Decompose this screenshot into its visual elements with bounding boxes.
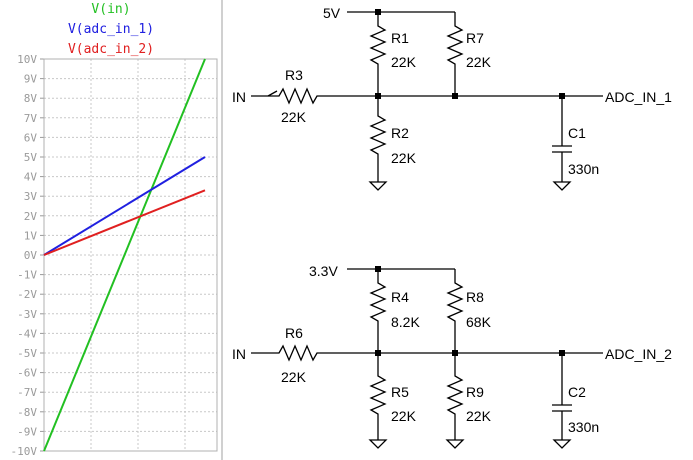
c2-value: 330n [568, 419, 599, 435]
y-tick-label: -1V [17, 269, 37, 282]
resistor-r4 [369, 269, 387, 353]
y-tick-label: -9V [17, 425, 37, 438]
y-tick-label: -2V [17, 288, 37, 301]
capacitor-c2 [552, 353, 572, 440]
r4-ref: R4 [391, 289, 409, 305]
y-tick-label: 8V [24, 92, 38, 105]
r9-ref: R9 [466, 384, 484, 400]
plot-area: 10V 9V 8V 7V 6V 5V 4V 3V 2V 1V 0V -1V -2V -3V -4V -5V -6… [11, 53, 218, 458]
resistor-r6 [251, 344, 378, 362]
y-tick-label: 1V [24, 229, 38, 242]
ground-icon [552, 181, 572, 191]
r7-value: 22K [466, 54, 492, 70]
supply-5v-label: 5V [323, 5, 341, 21]
y-tick-label: -4V [17, 327, 37, 340]
series-line-2 [43, 189, 206, 256]
series-line-1 [43, 156, 206, 256]
legend-v-adc-in-2: V(adc_in_2) [67, 42, 155, 57]
r7-ref: R7 [466, 30, 484, 46]
r6-value: 22K [281, 369, 307, 385]
y-tick-label: -6V [17, 367, 37, 380]
y-tick-label: 6V [24, 131, 38, 144]
resistor-r1 [369, 12, 387, 96]
schematic-canvas[interactable]: 5V R1 22K R7 22K IN R3 22K ADC_IN_1 R2 2… [223, 0, 693, 460]
r4-value: 8.2K [391, 314, 420, 330]
output-label-2: ADC_IN_2 [605, 346, 672, 362]
capacitor-c1 [552, 96, 572, 182]
c2-ref: C2 [568, 384, 586, 400]
y-tick-label: 4V [24, 171, 38, 184]
ground-icon [368, 181, 388, 191]
input-wire-1 [251, 90, 278, 97]
series-line-0 [43, 58, 206, 452]
r3-ref: R3 [285, 67, 303, 83]
circuit-1: 5V R1 22K R7 22K IN R3 22K ADC_IN_1 R2 2… [232, 5, 672, 191]
y-tick-label: 5V [24, 151, 38, 164]
r1-ref: R1 [391, 30, 409, 46]
y-tick-label: 2V [24, 210, 38, 223]
y-tick-label: -7V [17, 386, 37, 399]
pane-divider[interactable] [221, 0, 223, 460]
r5-value: 22K [391, 408, 417, 424]
resistor-r2 [369, 96, 387, 182]
ground-icon [552, 439, 572, 449]
resistor-r7 [446, 12, 464, 96]
c1-value: 330n [568, 161, 599, 177]
ground-icon [445, 439, 465, 449]
resistor-r9 [446, 353, 464, 440]
r3-value: 22K [281, 109, 307, 125]
y-tick-label: -3V [17, 308, 37, 321]
y-tick-label: 3V [24, 190, 38, 203]
resistor-r3 [268, 87, 378, 105]
y-tick-label: 7V [24, 112, 38, 125]
r8-value: 68K [466, 314, 492, 330]
r2-value: 22K [391, 150, 417, 166]
resistor-r5 [369, 353, 387, 440]
resistor-r8 [446, 269, 464, 353]
y-tick-label: -10V [11, 445, 38, 458]
c1-ref: C1 [568, 125, 586, 141]
legend-v-in: V(in) [91, 2, 131, 17]
legend-v-adc-in-1: V(adc_in_1) [67, 22, 155, 37]
r8-ref: R8 [466, 289, 484, 305]
r5-ref: R5 [391, 384, 409, 400]
junction-dot [452, 93, 458, 99]
waveform-plot[interactable]: V(in) V(adc_in_1) V(adc_in_2) 10V 9V 8V 7V 6… [0, 0, 222, 460]
input-label-2: IN [232, 346, 246, 362]
circuit-2: 3.3V R4 8.2K R8 68K IN R6 22K ADC_IN_2 R… [232, 263, 672, 449]
r2-ref: R2 [391, 125, 409, 141]
output-label-1: ADC_IN_1 [605, 89, 672, 105]
y-tick-label: -5V [17, 347, 37, 360]
r6-ref: R6 [285, 325, 303, 341]
y-tick-label: 9V [24, 73, 38, 86]
r9-value: 22K [466, 408, 492, 424]
y-tick-label: -8V [17, 406, 37, 419]
input-label-1: IN [232, 89, 246, 105]
supply-3v3-label: 3.3V [309, 263, 338, 279]
ground-icon [368, 439, 388, 449]
r1-value: 22K [391, 54, 417, 70]
y-tick-label: 0V [24, 249, 38, 262]
y-tick-label: 10V [17, 53, 37, 66]
